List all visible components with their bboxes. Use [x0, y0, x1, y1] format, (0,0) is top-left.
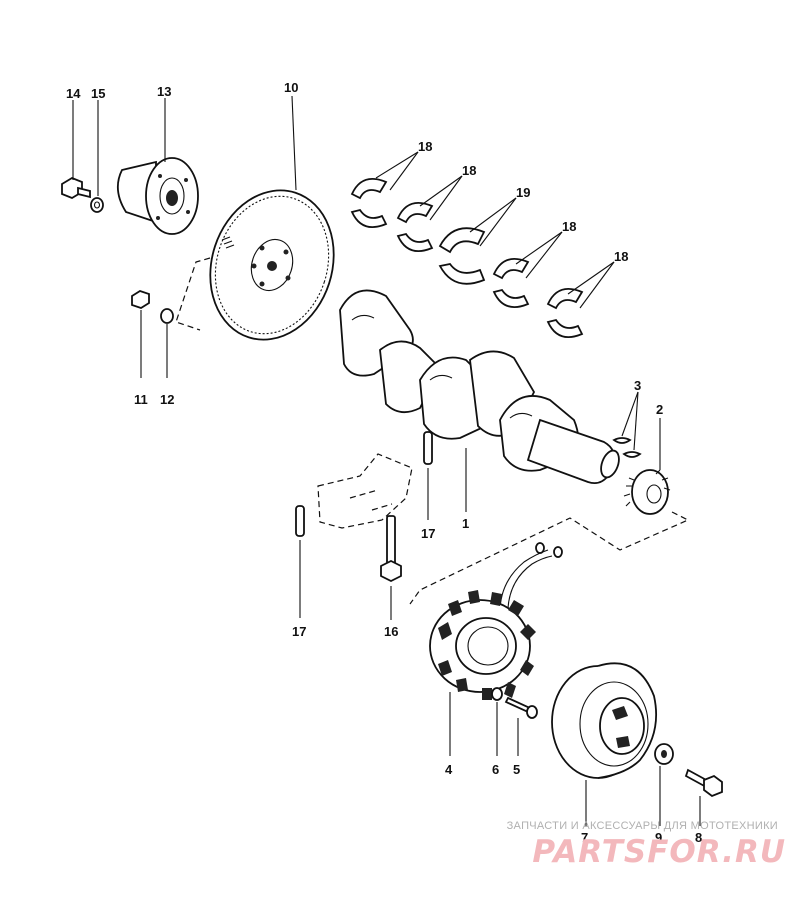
- watermark-caption: ЗАПЧАСТИ И АКСЕССУАРЫ ДЛЯ МОТОТЕХНИКИ: [506, 820, 778, 832]
- part-2-gear: [623, 418, 671, 515]
- callout-7: 7: [581, 830, 588, 845]
- part-8-bolt: [684, 768, 723, 826]
- callout-11: 11: [134, 392, 148, 407]
- callout-15: 15: [91, 86, 105, 101]
- part-18-bearing-a: [350, 178, 388, 228]
- watermark-logo: PARTSFOR.RU: [532, 834, 786, 870]
- dashed-link-11-12: [175, 257, 211, 331]
- part-13-hub: [116, 157, 199, 235]
- callout-4: 4: [445, 762, 453, 777]
- callout-2: 2: [656, 402, 663, 417]
- callout-1: 1: [462, 516, 469, 531]
- part-18-bearing-d: [546, 288, 584, 338]
- part-17-dowel-pin-a: [295, 505, 305, 618]
- callout-10: 10: [284, 80, 298, 95]
- bearing-cap-dashed: [317, 453, 413, 529]
- callout-18-a: 18: [418, 139, 432, 154]
- callout-labels: 14 15 13 10 18 18 19 18 18 11 12 3 2 17 …: [66, 80, 702, 845]
- part-18-bearing-b: [396, 202, 434, 252]
- callout-5: 5: [513, 762, 520, 777]
- callout-17-b: 17: [421, 526, 435, 541]
- part-6-washer: [491, 687, 503, 756]
- bearing-shells: [350, 178, 584, 338]
- callout-9: 9: [655, 830, 662, 845]
- part-19-thrust-bearing: [438, 227, 486, 285]
- callout-17-a: 17: [292, 624, 306, 639]
- callout-14: 14: [66, 86, 81, 101]
- part-5-screw: [504, 696, 538, 756]
- part-11-bolt: [131, 290, 150, 378]
- part-15-washer: [90, 197, 104, 213]
- part-10-flywheel: [209, 189, 335, 341]
- callout-8: 8: [695, 830, 702, 845]
- callout-13: 13: [157, 84, 171, 99]
- part-17-dowel-pin-b: [423, 431, 433, 520]
- part-16-bolt: [380, 515, 402, 620]
- callout-19: 19: [516, 185, 530, 200]
- dashed-link-stator: [409, 511, 690, 605]
- part-4-stator: [429, 542, 563, 756]
- part-9-washer: [654, 743, 674, 826]
- callout-12: 12: [160, 392, 174, 407]
- callout-18-b: 18: [462, 163, 476, 178]
- callout-16: 16: [384, 624, 398, 639]
- callout-18-c: 18: [562, 219, 576, 234]
- callout-6: 6: [492, 762, 499, 777]
- part-1-crankshaft: [339, 289, 620, 485]
- part-12-washer: [160, 308, 174, 378]
- leader-lines: [72, 95, 615, 512]
- callout-3: 3: [634, 378, 641, 393]
- callout-18-d: 18: [614, 249, 628, 264]
- part-18-bearing-c: [492, 258, 530, 308]
- part-7-rotor: [551, 662, 657, 826]
- part-3-keys: [612, 391, 642, 458]
- part-14-bolt: [61, 176, 91, 200]
